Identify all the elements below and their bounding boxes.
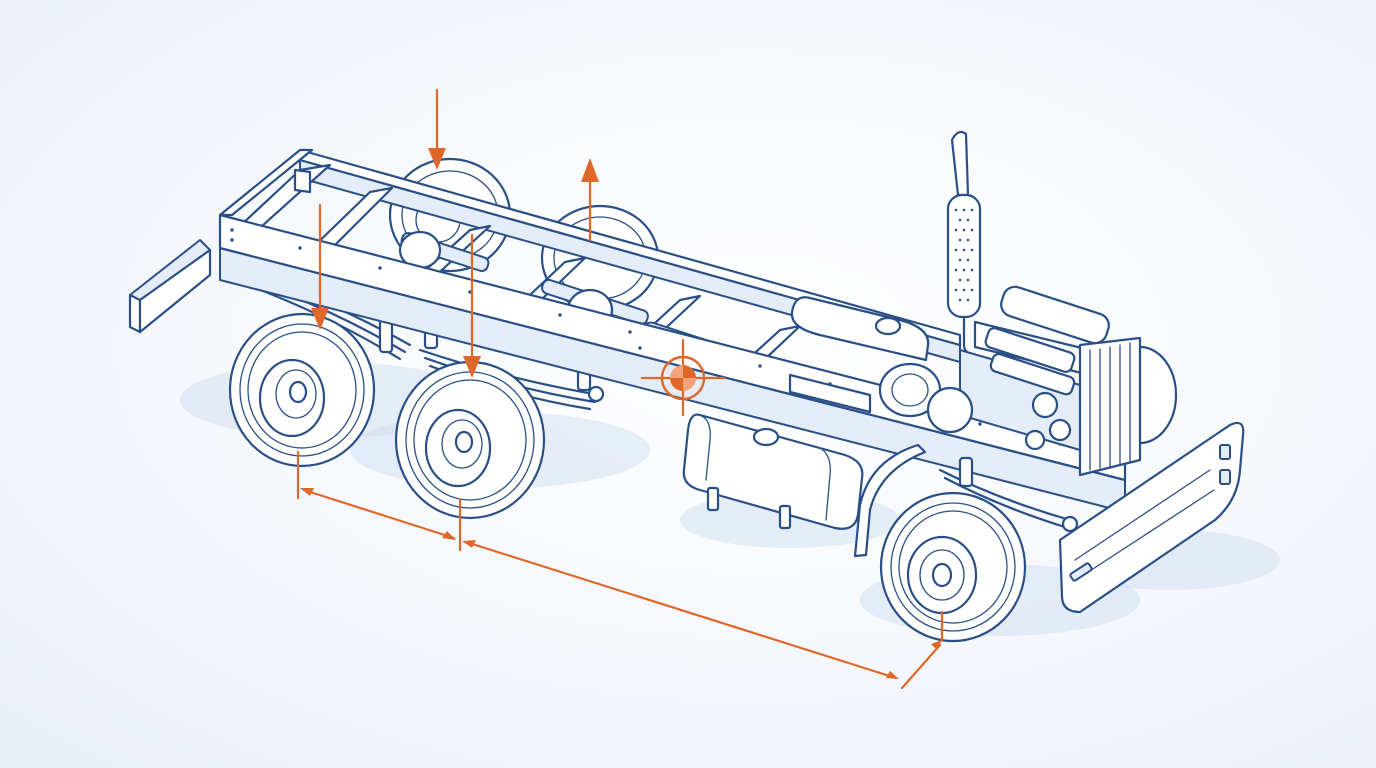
- load-arrow-rear-left: [311, 203, 329, 330]
- near-front-wheel: [879, 491, 1027, 643]
- air-tank: [790, 296, 930, 362]
- front-leaf-spring: [938, 456, 1079, 533]
- front-bumper: [1058, 421, 1245, 614]
- rear-bumper: [128, 239, 212, 334]
- lift-arrow-rear-far: [581, 158, 599, 242]
- center-of-gravity-icon: [640, 338, 726, 417]
- front-fender: [853, 443, 927, 558]
- load-arrow-rear-far: [428, 88, 446, 170]
- near-rear-wheel-2: [394, 360, 546, 520]
- load-arrow-rear-right: [463, 233, 481, 378]
- near-rear-wheel-1: [228, 312, 376, 468]
- engine: [788, 285, 1110, 451]
- dimension-wheelbase: [462, 540, 944, 690]
- dimension-rear-axle-spacing: [296, 450, 462, 552]
- radiator: [1078, 336, 1142, 477]
- fuel-tank: [682, 413, 864, 530]
